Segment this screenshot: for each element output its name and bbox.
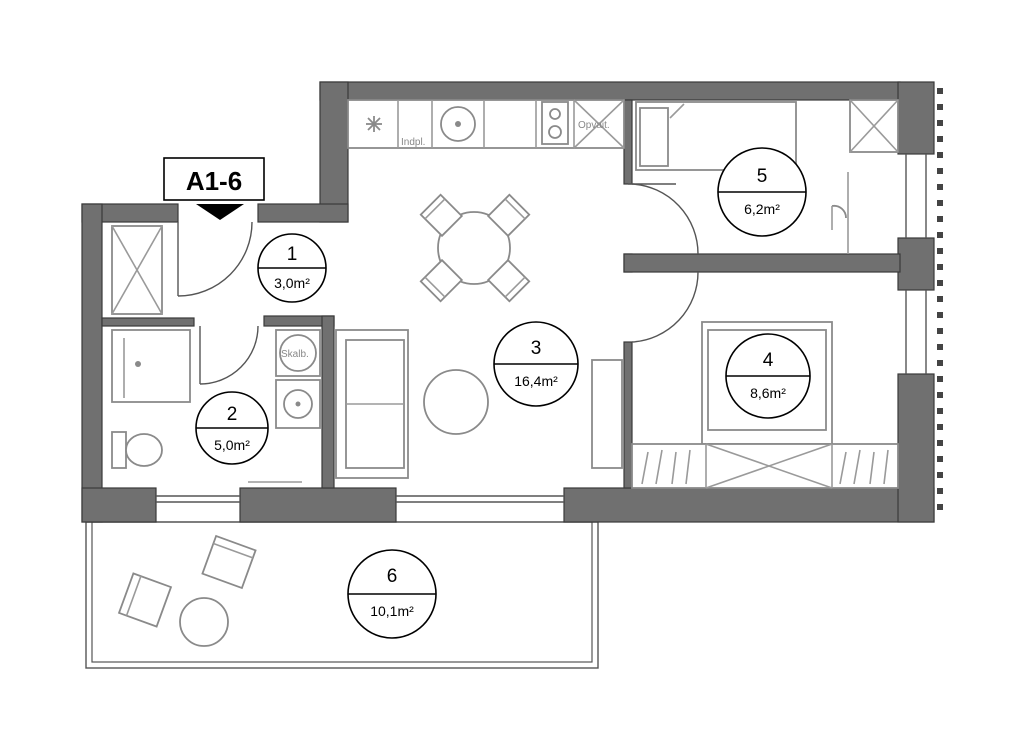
room-area: 16,4m² xyxy=(514,373,558,389)
bedroom-wardrobe xyxy=(631,443,899,489)
shower xyxy=(111,329,191,403)
room-number: 5 xyxy=(757,166,768,187)
desk-chair xyxy=(831,204,847,230)
kitchen-counter: Indpl. Opvait. xyxy=(347,99,625,149)
room-label-1: 1 3,0m² xyxy=(257,233,327,303)
washing-machine: Skalb. xyxy=(275,329,321,377)
tv-cabinet xyxy=(591,359,623,469)
room-area: 8,6m² xyxy=(750,385,786,401)
chair-icon xyxy=(486,193,531,238)
room-area: 5,0m² xyxy=(214,437,250,453)
fridge-label: Indpl. xyxy=(401,137,425,148)
room-area: 6,2m² xyxy=(744,201,780,217)
windows xyxy=(156,154,927,503)
room-label-6: 6 10,1m² xyxy=(347,549,437,639)
room-number: 6 xyxy=(387,566,398,587)
chair-icon xyxy=(419,193,464,238)
room5-wardrobe xyxy=(849,99,899,153)
coffee-table xyxy=(423,369,489,435)
walls xyxy=(81,81,935,523)
fan-icon xyxy=(366,116,382,132)
unit-code-tag: A1-6 xyxy=(163,157,265,220)
room-label-4: 4 8,6m² xyxy=(725,333,811,419)
exterior-hatch xyxy=(937,88,943,510)
dishwasher-icon xyxy=(573,99,625,149)
balcony-chair xyxy=(201,534,257,590)
room-number: 1 xyxy=(287,244,298,265)
sofa xyxy=(335,329,409,479)
dishwasher-label: Opvait. xyxy=(578,120,610,131)
chair-icon xyxy=(486,258,531,303)
toilet-icon xyxy=(111,431,163,469)
balcony-chair xyxy=(117,572,173,628)
kitchen-sink-icon xyxy=(440,106,476,142)
wardrobe-label: Skalb. xyxy=(281,349,309,360)
room-number: 3 xyxy=(531,338,542,359)
room-label-2: 2 5,0m² xyxy=(195,391,269,465)
chair-icon xyxy=(419,258,464,303)
dining-table xyxy=(419,193,531,303)
room-label-5: 5 6,2m² xyxy=(717,147,807,237)
room-number: 2 xyxy=(227,404,238,425)
entrance-arrow-icon xyxy=(196,204,244,220)
room-area: 3,0m² xyxy=(274,275,310,291)
room-area: 10,1m² xyxy=(370,603,414,619)
room-number: 4 xyxy=(763,350,774,371)
doors xyxy=(177,183,699,385)
balcony-table xyxy=(179,597,229,647)
room-label-3: 3 16,4m² xyxy=(493,321,579,407)
washbasin xyxy=(275,379,321,429)
unit-code: A1-6 xyxy=(186,166,242,196)
hob-icon xyxy=(541,101,569,145)
hall-wardrobe xyxy=(111,225,163,315)
